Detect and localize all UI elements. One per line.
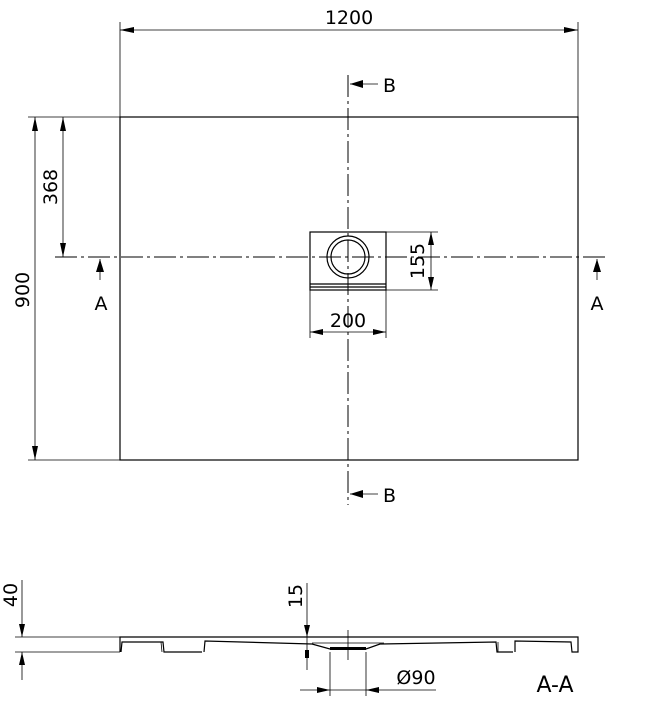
svg-text:40: 40: [0, 583, 22, 607]
drain-outer-ring: [326, 235, 370, 279]
drain-box-depth-dimension: 155: [386, 231, 438, 291]
svg-text:B: B: [383, 75, 396, 97]
drain-offset-dim-label: 368: [40, 169, 62, 205]
tray-outline: [119, 116, 579, 461]
svg-text:155: 155: [407, 243, 429, 279]
drain-diameter-dimension: Ø90: [300, 652, 436, 696]
section-profile: [15, 630, 579, 660]
section-title: A-A: [536, 673, 573, 698]
width-dim-label: 1200: [325, 7, 373, 29]
section-height-dimension: 40: [0, 580, 25, 680]
drain-inner-ring: [330, 239, 366, 275]
drain-box: [309, 231, 387, 291]
svg-text:A: A: [95, 293, 108, 315]
svg-text:200: 200: [330, 310, 366, 332]
depth-dim-label: 900: [12, 272, 34, 308]
svg-text:B: B: [383, 485, 396, 507]
drain-offset-dimension: 368: [40, 117, 66, 257]
depth-dimension: 900: [12, 116, 120, 461]
section-a-marker-left: A: [95, 259, 108, 315]
section-a-marker-right: A: [591, 259, 604, 315]
svg-text:Ø90: Ø90: [396, 667, 435, 689]
width-dimension: 1200: [119, 7, 579, 117]
drain-box-width-dimension: 200: [309, 290, 387, 338]
drain-depth-dimension: 15: [285, 583, 310, 670]
svg-text:A: A: [591, 293, 604, 315]
section-b-marker-top: B: [350, 75, 396, 97]
svg-text:15: 15: [285, 584, 307, 608]
section-b-marker-bottom: B: [350, 485, 396, 507]
